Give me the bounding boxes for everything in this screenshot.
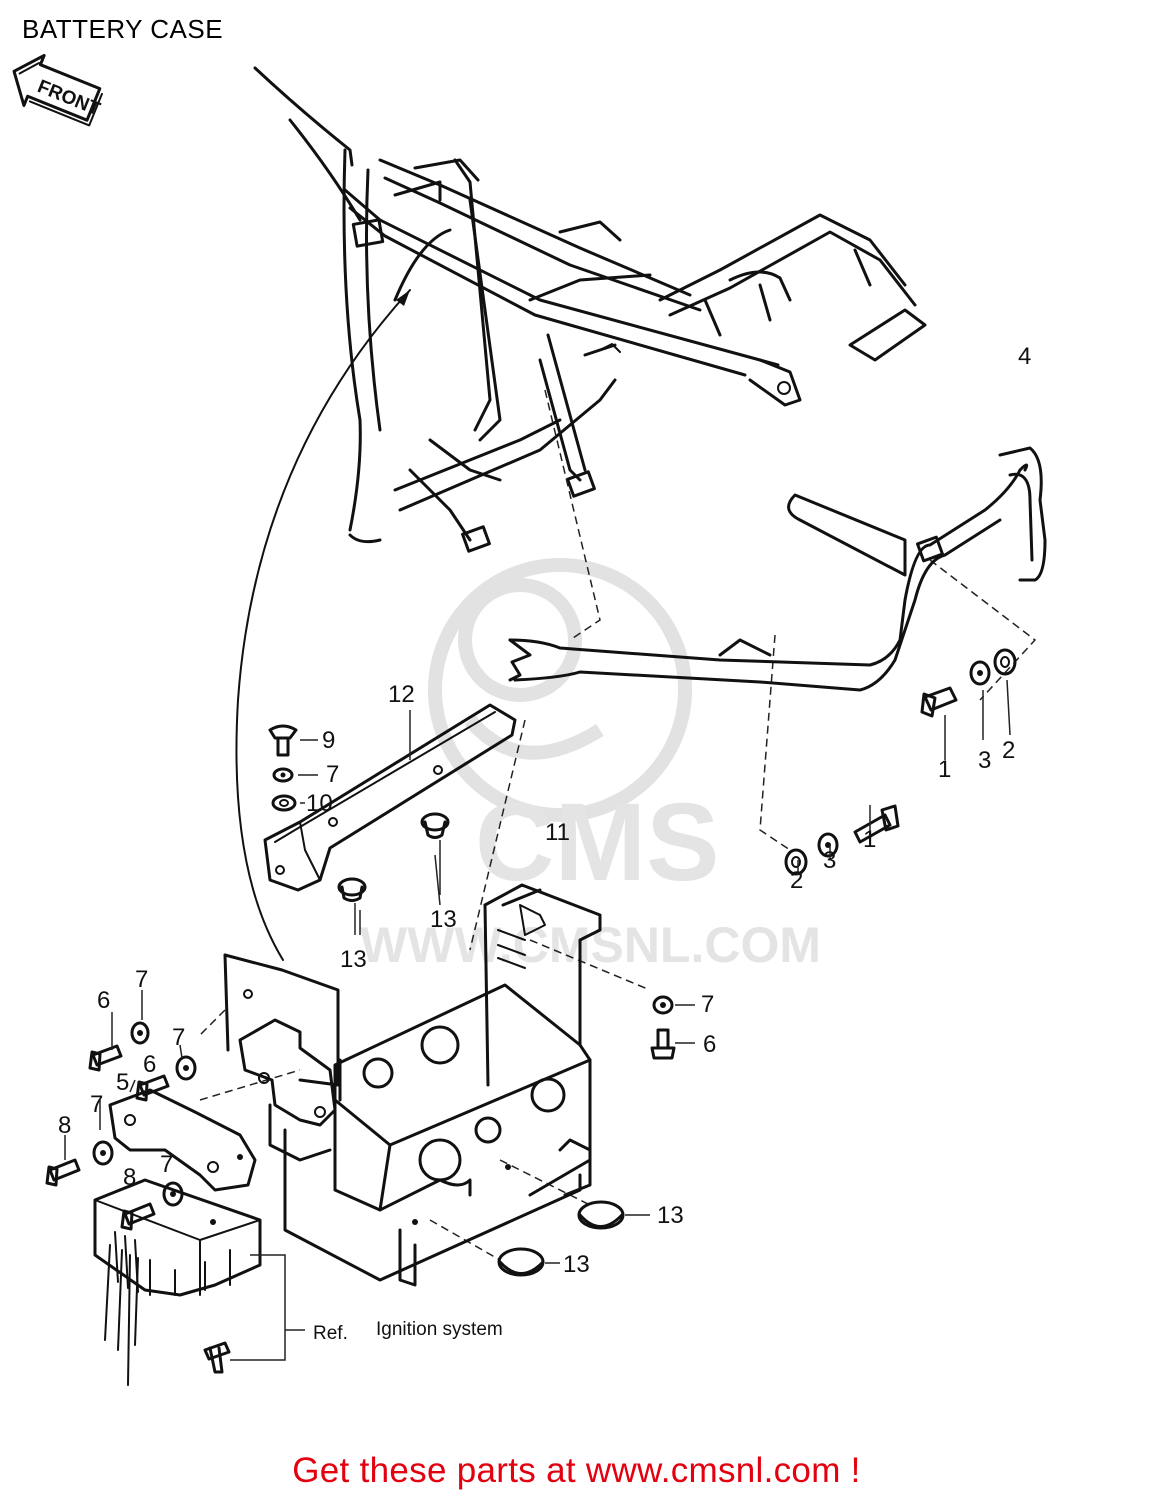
lower-grommets [497, 1200, 650, 1277]
callout-6: 6 [143, 1051, 156, 1078]
leader-lines [199, 389, 1037, 1261]
callout-13: 13 [563, 1251, 590, 1278]
callout-12: 12 [388, 681, 415, 708]
frame-cable [235, 289, 411, 961]
watermark-brand: CMS [475, 781, 719, 904]
cable-arrowhead-icon [396, 290, 410, 306]
upper-grommets [337, 812, 450, 935]
callout-2: 2 [1002, 737, 1015, 764]
footer-cta-link[interactable]: Get these parts at www.cmsnl.com ! [292, 1451, 861, 1490]
callout-labels: 1 2 3 4 1 2 3 12 9 7 10 11 13 13 7 6 7 6… [58, 343, 1031, 1344]
callout-7: 7 [160, 1151, 173, 1178]
upper-right-hardware [784, 648, 1017, 876]
callout-8: 8 [123, 1164, 136, 1191]
left-hardware [45, 990, 305, 1386]
callout-1: 1 [863, 826, 876, 853]
callout-7: 7 [172, 1024, 185, 1051]
part-4-bracket [508, 446, 1047, 692]
callout-5: 5 [116, 1069, 129, 1096]
callout-9: 9 [322, 727, 335, 754]
callout-7: 7 [135, 966, 148, 993]
callout-11: 11 [545, 819, 570, 846]
callout-2: 2 [790, 867, 803, 894]
cms-watermark: CMS WWW.CMSNL.COM [360, 558, 821, 973]
part-12-bracket [263, 703, 517, 892]
callout-7: 7 [90, 1091, 103, 1118]
page-title: BATTERY CASE [22, 14, 224, 44]
callout-7: 7 [701, 991, 714, 1018]
callout-13: 13 [657, 1202, 684, 1229]
callout-3: 3 [978, 747, 991, 774]
callout-10: 10 [306, 790, 333, 817]
callout-6: 6 [97, 987, 110, 1014]
case-side-hardware [650, 995, 695, 1060]
part-12-hardware [268, 724, 318, 812]
motorcycle-frame [253, 66, 927, 553]
callout-4: 4 [1018, 343, 1031, 370]
callout-8: 8 [58, 1112, 71, 1139]
callout-13: 13 [430, 906, 457, 933]
ref-label: Ref. [313, 1323, 348, 1344]
callout-1: 1 [938, 756, 951, 783]
callout-6: 6 [703, 1031, 716, 1058]
callout-7: 7 [326, 761, 339, 788]
watermark-url: WWW.CMSNL.COM [360, 917, 821, 973]
front-arrow-icon: FRONT [12, 53, 103, 127]
callout-3: 3 [823, 847, 836, 874]
ignition-system-label: Ignition system [376, 1319, 503, 1340]
part-11-battery-case [223, 854, 602, 1287]
callout-13: 13 [340, 946, 367, 973]
